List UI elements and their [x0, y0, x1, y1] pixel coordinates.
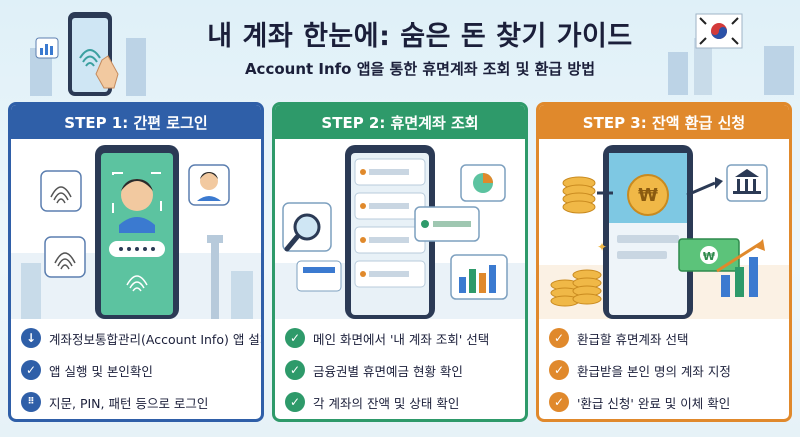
check-icon: ✓ [549, 392, 569, 412]
list-item: ✓ 메인 화면에서 '내 계좌 조회' 선택 [285, 323, 517, 353]
check-icon: ✓ [549, 360, 569, 380]
login-illustration [11, 145, 261, 319]
check-icon: ✓ [285, 360, 305, 380]
step-3-list: ✓ 환급할 휴면계좌 선택 ✓ 환급받을 본인 명의 계좌 지정 ✓ '환급 신… [549, 323, 781, 419]
step-text: 금융권별 휴면예금 현황 확인 [313, 363, 463, 379]
list-item: ✓ 금융권별 휴면예금 현황 확인 [285, 355, 517, 385]
refund-illustration: ₩ ₩ ✦ [539, 145, 789, 319]
list-item: ↓ 계좌정보통합관리(Account Info) 앱 설치 [21, 323, 261, 353]
step-2-header: STEP 2: 휴면계좌 조회 [275, 105, 525, 139]
svg-text:✦: ✦ [597, 240, 607, 254]
check-icon: ✓ [285, 392, 305, 412]
won-symbol-bill: ₩ [703, 250, 715, 263]
page-subtitle: Account Info 앱을 통한 휴면계좌 조회 및 환급 방법 [244, 60, 596, 78]
step-text: 앱 실행 및 본인확인 [49, 363, 153, 379]
list-item: ✓ '환급 신청' 완료 및 이체 확인 [549, 387, 781, 417]
step-2-list: ✓ 메인 화면에서 '내 계좌 조회' 선택 ✓ 금융권별 휴면예금 현황 확인… [285, 323, 517, 419]
download-icon: ↓ [21, 328, 41, 348]
phone-fingerprint-illustration [30, 12, 146, 96]
list-item: ✓ 앱 실행 및 본인확인 [21, 355, 253, 385]
list-item: ✓ 환급받을 본인 명의 계좌 지정 [549, 355, 781, 385]
step-text: 지문, PIN, 패턴 등으로 로그인 [49, 395, 209, 411]
step-2-panel: STEP 2: 휴면계좌 조회 ✓ 메인 화면에서 '내 계좌 조 [272, 102, 528, 422]
won-symbol: ₩ [638, 185, 658, 206]
keypad-icon: ⠿ [21, 392, 41, 412]
page-title: 내 계좌 한눈에: 숨은 돈 찾기 가이드 [207, 21, 633, 52]
step-text: 계좌정보통합관리(Account Info) 앱 설치 [49, 331, 264, 347]
step-1-panel: STEP 1: 간편 로그인 ↓ 계좌정보통합관리(Account Info) … [8, 102, 264, 422]
check-icon: ✓ [285, 328, 305, 348]
step-text: 환급받을 본인 명의 계좌 지정 [577, 363, 731, 379]
city-flag-illustration [668, 13, 794, 95]
step-1-list: ↓ 계좌정보통합관리(Account Info) 앱 설치 ✓ 앱 실행 및 본… [21, 323, 261, 419]
account-search-illustration [275, 145, 525, 319]
step-text: 각 계좌의 잔액 및 상태 확인 [313, 395, 460, 411]
step-text: '환급 신청' 완료 및 이체 확인 [577, 395, 731, 411]
check-icon: ✓ [21, 360, 41, 380]
check-icon: ✓ [549, 328, 569, 348]
header: 내 계좌 한눈에: 숨은 돈 찾기 가이드 Account Info 앱을 통한… [0, 0, 800, 96]
list-item: ✓ 환급할 휴면계좌 선택 [549, 323, 781, 353]
step-text: 환급할 휴면계좌 선택 [577, 331, 689, 347]
step-text: 메인 화면에서 '내 계좌 조회' 선택 [313, 331, 490, 347]
list-item: ⠿ 지문, PIN, 패턴 등으로 로그인 [21, 387, 253, 417]
step-1-header: STEP 1: 간편 로그인 [11, 105, 261, 139]
list-item: ✓ 각 계좌의 잔액 및 상태 확인 [285, 387, 517, 417]
step-3-header: STEP 3: 잔액 환급 신청 [539, 105, 789, 139]
step-3-panel: STEP 3: 잔액 환급 신청 ₩ ₩ ✦ ✓ 환급할 휴면 [536, 102, 792, 422]
